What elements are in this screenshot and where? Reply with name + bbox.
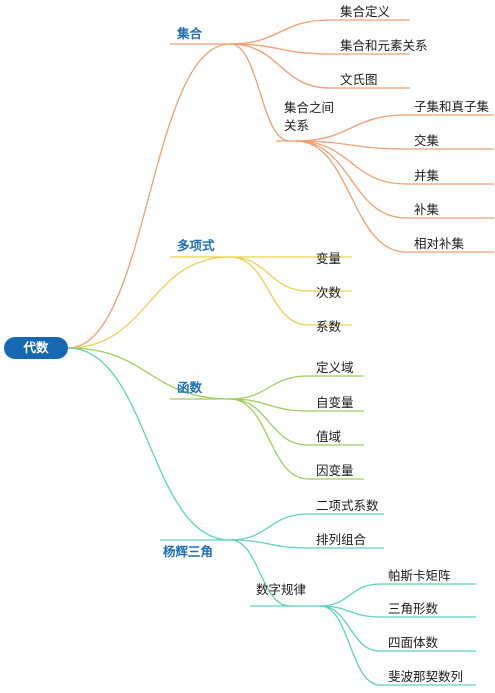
root-node-pill	[4, 337, 68, 359]
sets-sub-leaf[interactable]: 相对补集	[414, 236, 465, 251]
edge-root-yang	[67, 347, 231, 541]
edge-sets-sub-leaf	[295, 140, 407, 185]
branch-yang-label[interactable]: 杨辉三角	[163, 544, 213, 559]
edge-sets-leaf	[229, 19, 331, 45]
sets-leaf[interactable]: 文氏图	[340, 72, 378, 87]
func-leaf[interactable]: 值域	[316, 429, 341, 444]
root-node-label: 代数	[22, 340, 49, 355]
edge-poly-leaf	[229, 256, 309, 326]
poly-leaf[interactable]: 变量	[316, 251, 341, 266]
edge-sets-sub-leaf	[295, 140, 407, 219]
sets-leaf[interactable]: 集合定义	[340, 4, 391, 19]
edge-yang-sub-leaf	[319, 605, 381, 618]
poly-leaf[interactable]: 次数	[316, 285, 342, 300]
edge-root-sets	[67, 43, 231, 349]
edge-func-leaf	[229, 398, 309, 480]
edge-sets-leaf	[229, 43, 331, 89]
yang-sub-leaf[interactable]: 三角形数	[388, 601, 439, 616]
yang-leaf[interactable]: 排列组合	[316, 532, 367, 547]
edge-root-func	[67, 347, 231, 400]
branch-sets-label[interactable]: 集合	[176, 26, 203, 41]
yang-sub-leaf[interactable]: 帕斯卡矩阵	[388, 568, 451, 583]
branch-func-label[interactable]: 函数	[177, 380, 203, 395]
sets-sub-label-line2: 关系	[284, 118, 309, 133]
branch-poly-label[interactable]: 多项式	[177, 238, 215, 253]
edge-sets-leaf	[229, 43, 331, 55]
sets-sub-leaf[interactable]: 交集	[414, 133, 440, 148]
edge-sets-sub-leaf	[295, 140, 407, 253]
edge-sets-sub-leaf	[295, 114, 407, 142]
edge-root-poly	[67, 256, 231, 349]
edges-layer	[67, 19, 494, 686]
edge-yang-sub	[229, 539, 291, 607]
edge-func-leaf	[229, 375, 309, 400]
sets-sub-leaf[interactable]: 并集	[414, 168, 440, 183]
func-leaf[interactable]: 因变量	[316, 463, 354, 478]
poly-leaf[interactable]: 系数	[316, 319, 342, 334]
yang-sub-leaf[interactable]: 四面体数	[388, 635, 439, 650]
sets-sub-label-line1: 集合之间	[284, 100, 334, 115]
edge-yang-sub-leaf	[319, 605, 381, 652]
edge-yang-sub-leaf	[319, 583, 381, 607]
yang-sub-leaf[interactable]: 斐波那契数列	[388, 669, 463, 684]
yang-leaf[interactable]: 二项式系数	[316, 498, 379, 513]
func-leaf[interactable]: 自变量	[316, 395, 354, 410]
sets-sub-label[interactable]: 集合之间 关系	[284, 100, 338, 133]
root-node[interactable]: 代数	[4, 337, 68, 359]
edge-func-leaf	[229, 398, 309, 446]
edge-poly-leaf	[229, 256, 309, 292]
sets-leaf[interactable]: 集合和元素关系	[340, 38, 428, 53]
edge-func-leaf	[229, 398, 309, 412]
edge-sets-sub	[229, 43, 291, 142]
sets-sub-leaf[interactable]: 子集和真子集	[414, 99, 490, 114]
edge-yang-leaf	[229, 539, 309, 549]
yang-sub-label[interactable]: 数字规律	[256, 582, 306, 597]
func-leaf[interactable]: 定义域	[316, 360, 354, 375]
edge-yang-leaf	[229, 513, 309, 541]
edge-sets-sub-leaf	[295, 140, 407, 150]
sets-sub-leaf[interactable]: 补集	[414, 202, 440, 217]
edge-yang-sub-leaf	[319, 605, 381, 686]
